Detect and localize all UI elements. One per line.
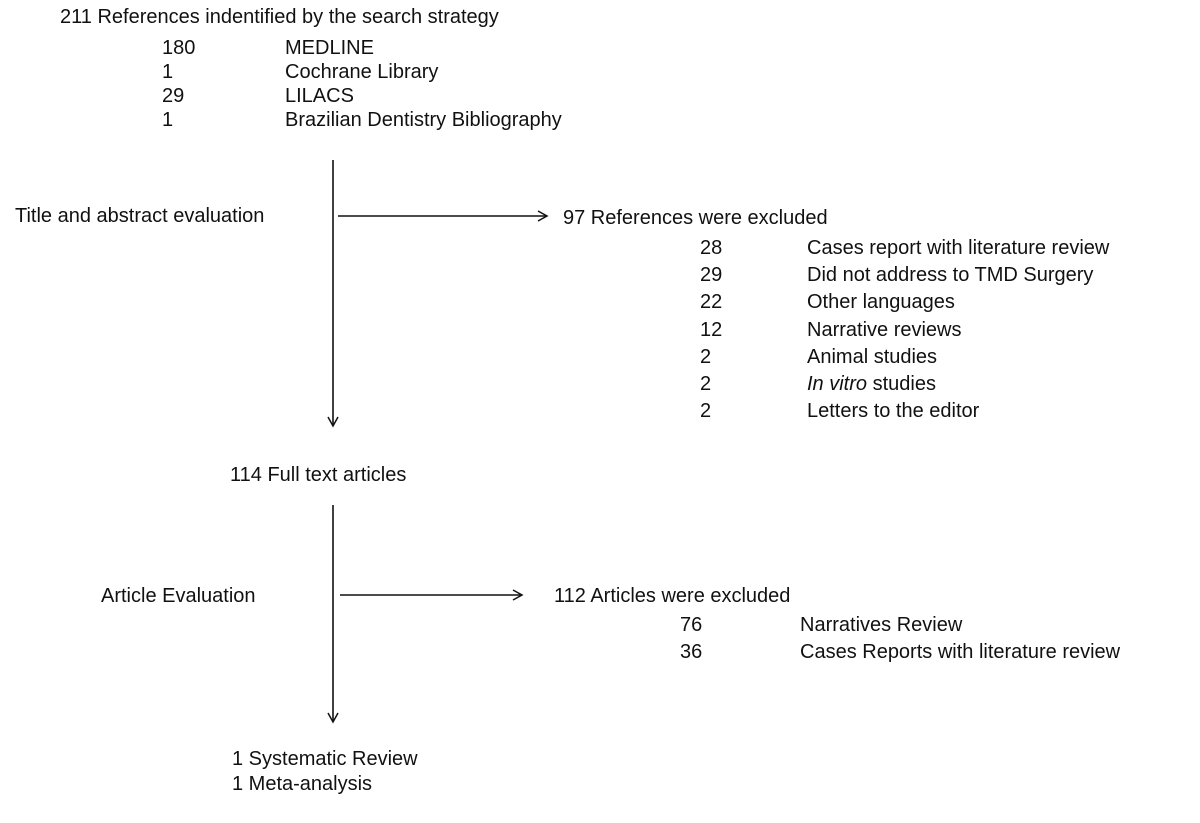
source-label: Brazilian Dentistry Bibliography bbox=[285, 109, 562, 131]
result-systematic: 1 Systematic Review bbox=[232, 748, 418, 770]
source-count: 1 bbox=[162, 61, 174, 83]
reason-label: Letters to the editor bbox=[807, 400, 980, 423]
source-label: MEDLINE bbox=[285, 37, 374, 59]
step1-excluded: 97 References were excluded bbox=[563, 207, 828, 229]
reason-count: 28 bbox=[700, 237, 723, 259]
source-count: 1 bbox=[162, 109, 174, 131]
reason-label: Narratives Review bbox=[800, 614, 963, 636]
reason-label: Narrative reviews bbox=[807, 318, 962, 341]
step1-label: Title and abstract evaluation bbox=[15, 205, 265, 227]
reason-label: Cases Reports with literature review bbox=[800, 641, 1121, 663]
source-count: 29 bbox=[162, 85, 185, 107]
reason-label: Animal studies bbox=[807, 345, 938, 368]
identified-title: 211 References indentified by the search… bbox=[60, 6, 499, 28]
source-label: LILACS bbox=[285, 85, 354, 107]
reason-count: 2 bbox=[700, 373, 712, 395]
reason-label: Did not address to TMD Surgery bbox=[807, 264, 1094, 287]
reason-count: 29 bbox=[700, 264, 723, 287]
source-label: Cochrane Library bbox=[285, 61, 439, 83]
result-meta: 1 Meta-analysis bbox=[232, 773, 373, 795]
reason-count: 12 bbox=[700, 318, 723, 341]
source-count: 180 bbox=[162, 37, 196, 59]
reason-label: Other languages bbox=[807, 291, 955, 314]
reason-count: 76 bbox=[680, 614, 703, 636]
reason-label-italic: In vitro bbox=[807, 373, 868, 395]
fulltext-count: 114 Full text articles bbox=[230, 464, 407, 486]
reason-count: 2 bbox=[700, 400, 712, 423]
step2-excluded: 112 Articles were excluded bbox=[554, 585, 791, 607]
reason-label: In vitro studies bbox=[807, 372, 936, 396]
step2-label: Article Evaluation bbox=[101, 585, 256, 607]
reason-count: 36 bbox=[680, 641, 703, 663]
reason-count: 22 bbox=[700, 291, 723, 314]
reason-label: Cases report with literature review bbox=[807, 237, 1110, 259]
reason-label-suffix: studies bbox=[867, 373, 936, 395]
reason-count: 2 bbox=[700, 345, 712, 368]
